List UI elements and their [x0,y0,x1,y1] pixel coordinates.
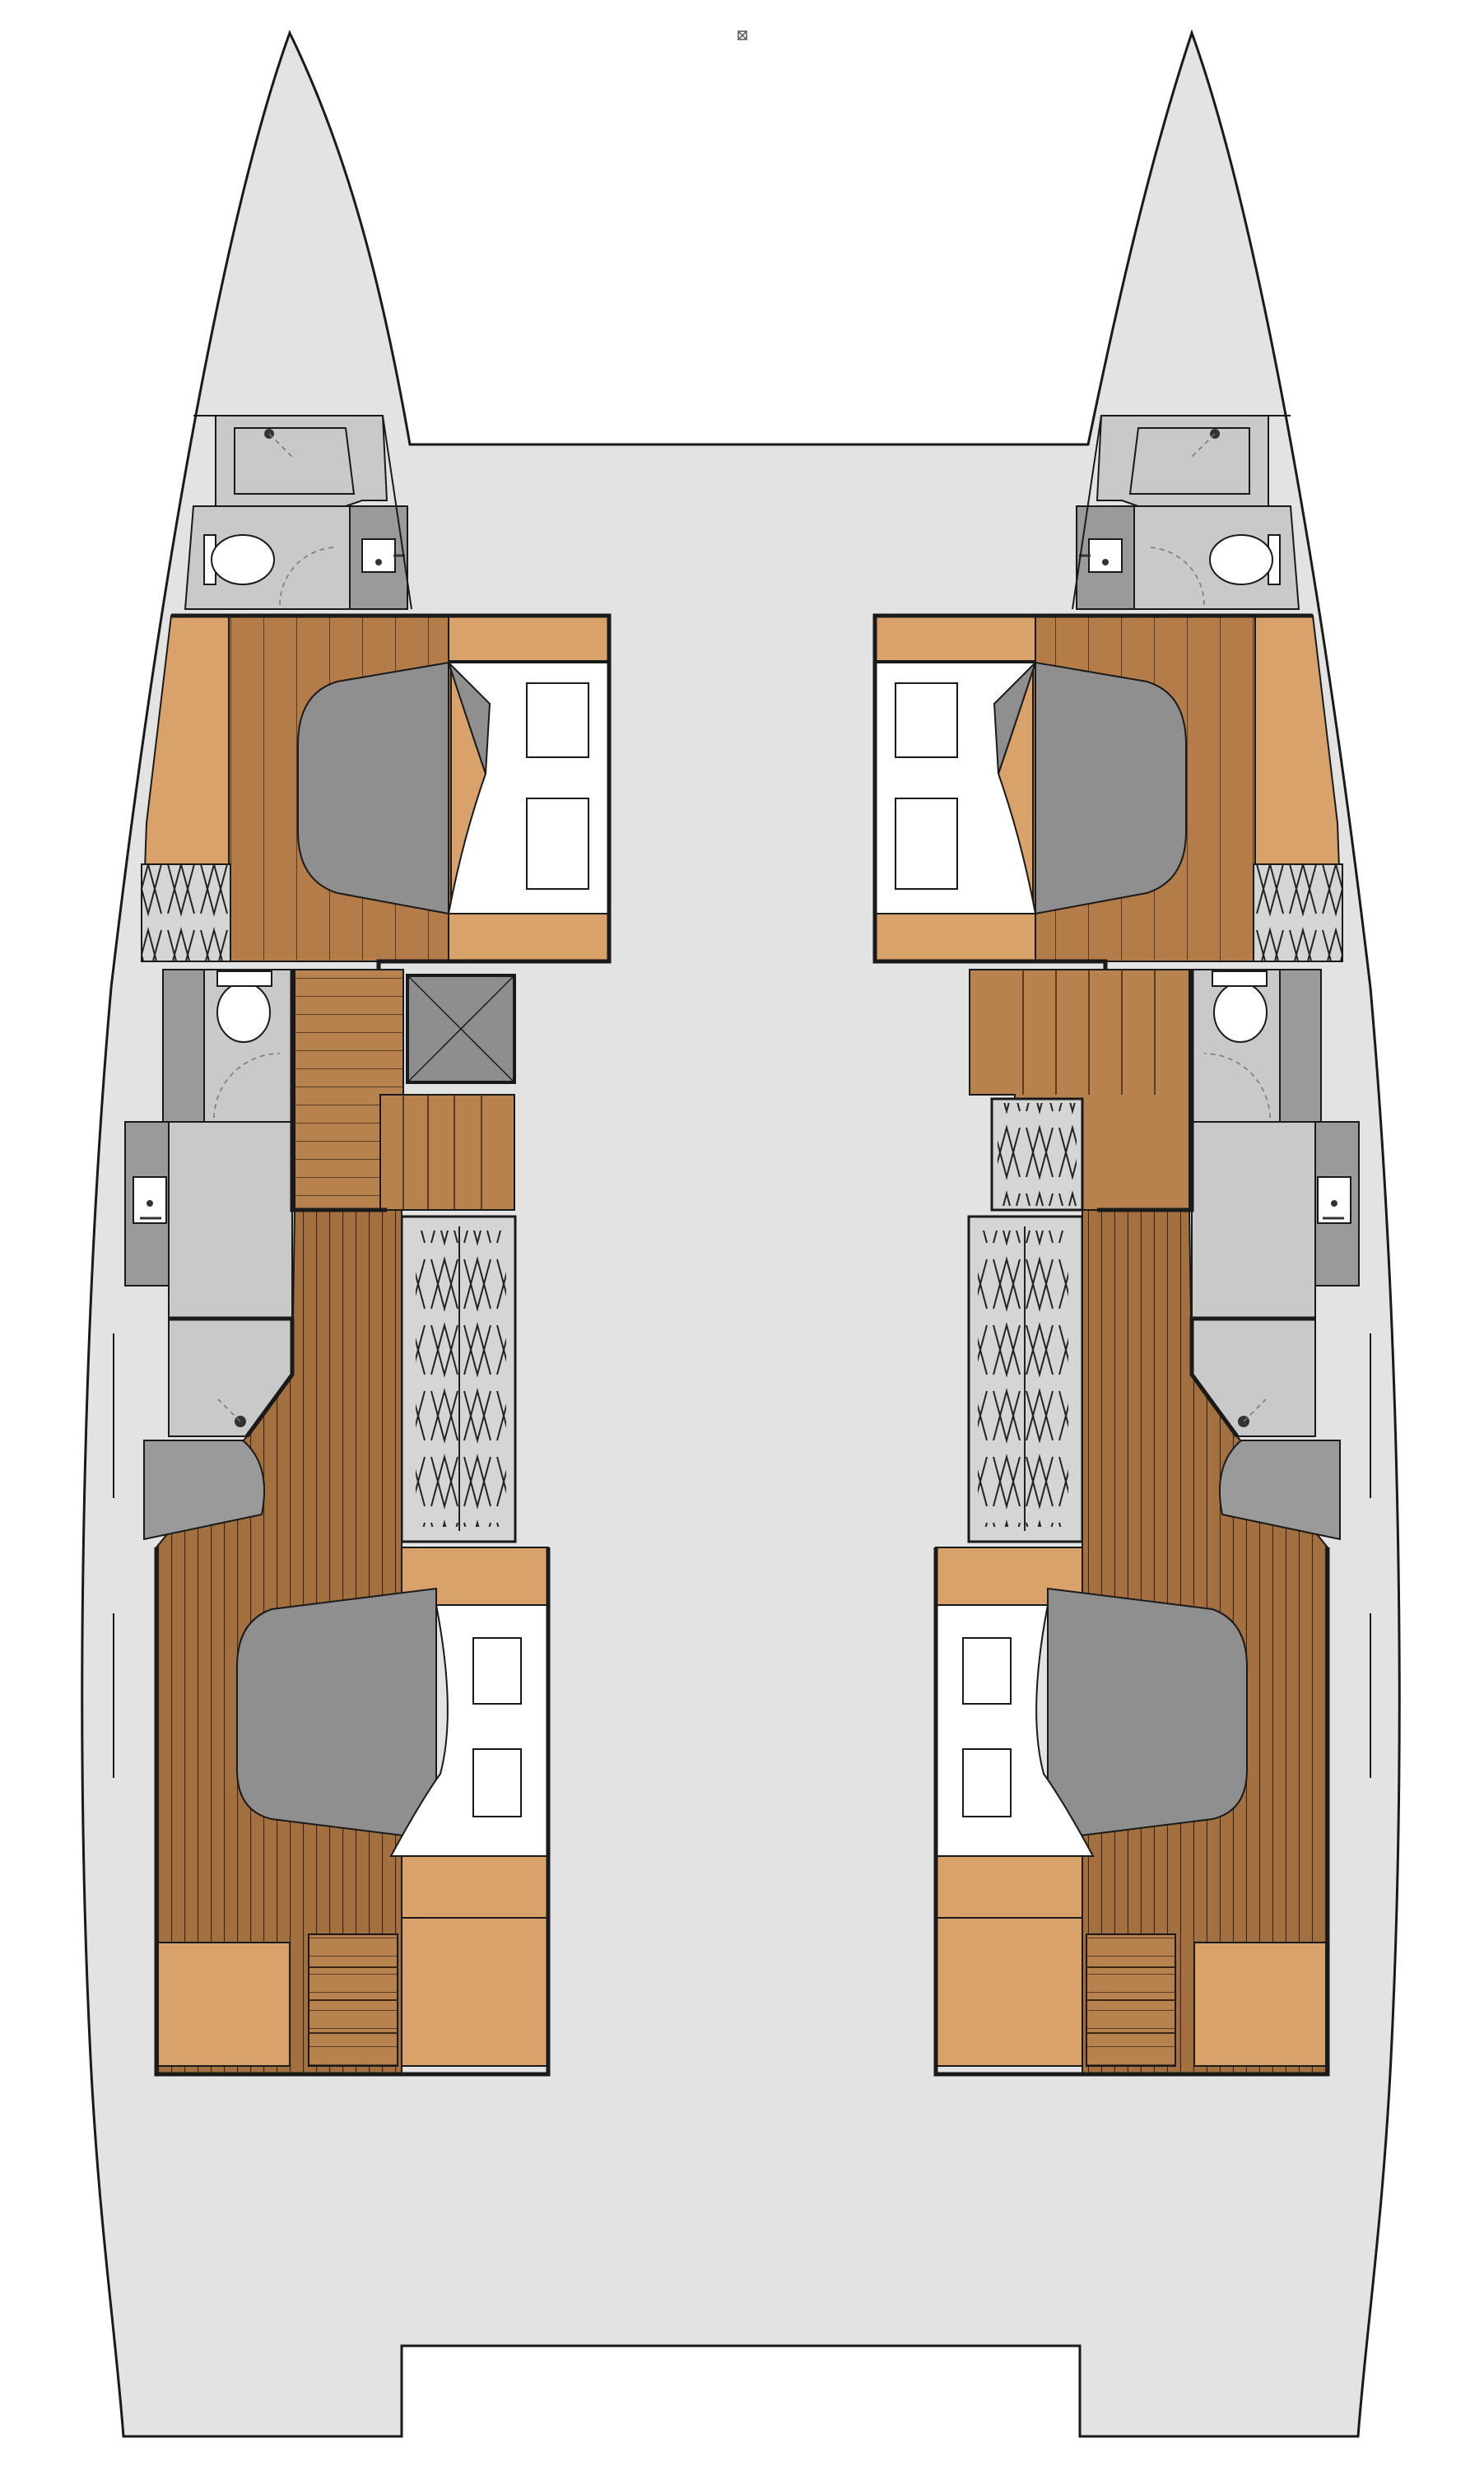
pillow [895,798,958,890]
compass-rose-icon [737,30,747,40]
double-bed [874,661,1187,915]
midship-washbasin [1191,1121,1360,1319]
pillow [962,1748,1012,1817]
hull-windows [113,1333,1371,1778]
forward-toilet [1133,505,1300,610]
pillow [472,1637,522,1705]
forward-cabin [140,615,610,962]
midship-washbasin [124,1121,293,1319]
washbasin-icon [1317,1176,1351,1224]
hanging-locker [967,1097,1084,1543]
forward-shower [215,415,388,507]
pillow [526,798,589,890]
forward-shower [1096,415,1269,507]
port-hull [124,415,612,2077]
aft-steps [308,1933,398,2067]
companionway [294,969,516,1211]
washbasin-icon [1079,538,1123,573]
toilet-icon [1212,970,1268,1043]
toilet-icon [216,970,272,1043]
pillow [472,1748,522,1817]
wardrobe [141,863,231,962]
shower-drain-icon [217,1398,246,1427]
pillow [895,682,958,758]
shower-drain-icon [1191,429,1220,458]
pillow [526,682,589,758]
forward-washbasin [1076,505,1135,610]
midship-toilet [162,969,295,1123]
toilet-icon [1209,534,1281,585]
midship-toilet [1189,969,1322,1123]
forward-toilet [184,505,351,610]
hatch-icon [406,974,516,1084]
aft-cabin [143,1440,549,2067]
double-bed [297,661,610,915]
aft-cabin [935,1440,1341,2067]
aft-steps [1086,1933,1176,2067]
shower-drain-icon [1238,1398,1267,1427]
starboard-hull [872,415,1360,2077]
wardrobe [1253,863,1343,962]
forward-cabin [874,615,1344,962]
toilet-icon [203,534,275,585]
washbasin-icon [361,538,405,573]
double-bed [936,1587,1248,1857]
shower-drain-icon [264,429,293,458]
double-bed [236,1587,548,1857]
forward-washbasin [349,505,408,610]
washbasin-icon [133,1176,167,1224]
hanging-locker [400,1215,517,1543]
pillow [962,1637,1012,1705]
